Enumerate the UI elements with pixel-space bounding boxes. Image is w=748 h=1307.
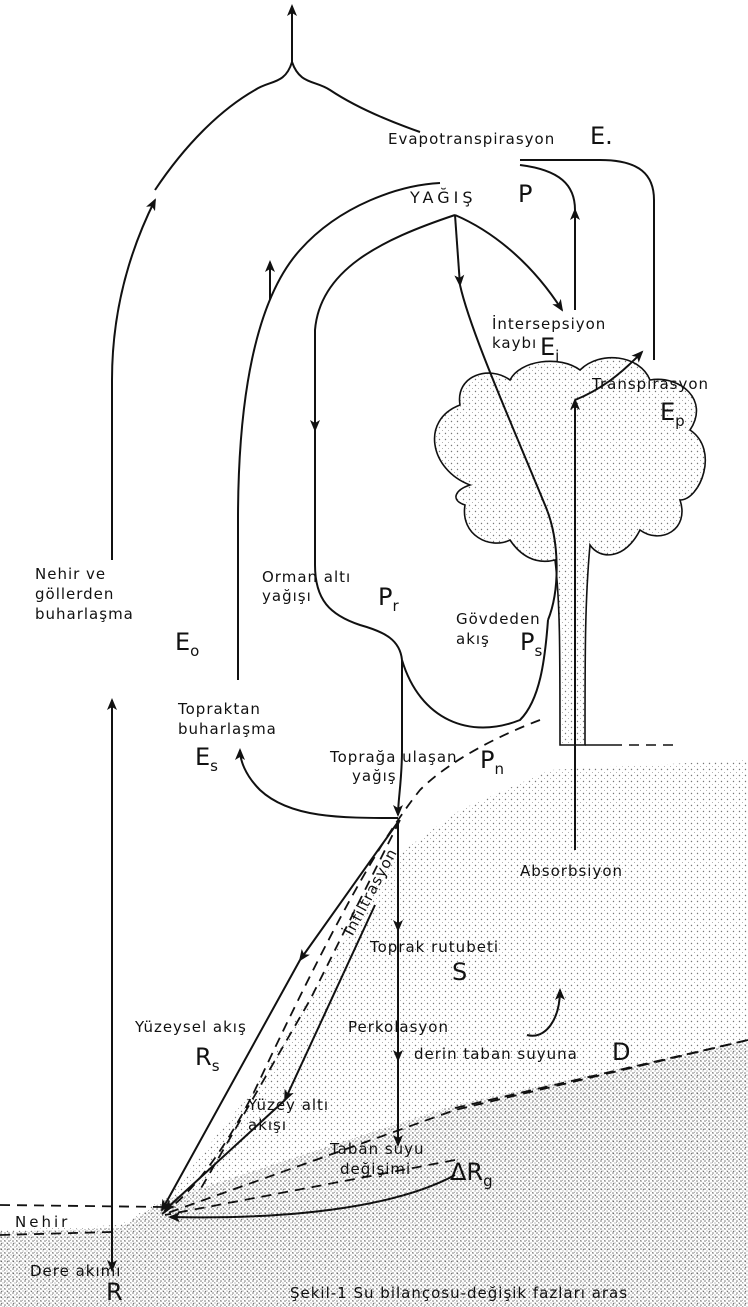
figure-caption: Şekil-1 Su bilançosu-değişik fazları ara… bbox=[290, 1284, 628, 1302]
label-river-evap-3: buharlaşma bbox=[35, 605, 134, 623]
label-groundwater-2: değişimi bbox=[340, 1160, 411, 1178]
label-interception-loss: kaybı bbox=[492, 334, 537, 352]
label-throughfall-1: Orman altı bbox=[262, 568, 351, 586]
label-river: Nehir bbox=[15, 1213, 70, 1231]
label-absorption: Absorbsiyon bbox=[520, 862, 623, 880]
symbol-Eo: Eo bbox=[175, 630, 199, 659]
label-river-evap-2: göllerden bbox=[35, 585, 114, 603]
label-soil-moisture: Toprak rutubeti bbox=[370, 938, 499, 956]
evap-merge-left bbox=[155, 62, 292, 190]
precip-to-left bbox=[315, 215, 455, 430]
label-percolation: Perkolasyon bbox=[348, 1018, 449, 1036]
symbol-Ps: Ps bbox=[520, 630, 542, 659]
evap-merge-right bbox=[292, 62, 420, 132]
symbol-Es: Es bbox=[195, 745, 218, 774]
river-evap-line bbox=[112, 200, 155, 560]
label-subsurface-2: akışı bbox=[248, 1116, 287, 1134]
label-interception: İntersepsiyon bbox=[492, 315, 606, 333]
soil-evap-big-arrow bbox=[238, 183, 440, 680]
symbol-S: S bbox=[452, 960, 467, 984]
label-evapotranspiration: Evapotranspirasyon bbox=[388, 130, 555, 148]
symbol-P: P bbox=[518, 182, 532, 206]
label-soil-evap-2: buharlaşma bbox=[178, 720, 277, 738]
label-groundwater-1: Taban suyu bbox=[330, 1140, 425, 1158]
symbol-D: D bbox=[612, 1040, 630, 1064]
precip-to-trunk bbox=[455, 215, 460, 285]
river-surface-dashed bbox=[0, 1205, 165, 1207]
label-throughfall-2: yağışı bbox=[262, 587, 312, 605]
symbol-R: R bbox=[106, 1280, 123, 1304]
label-soil-evap-1: Topraktan bbox=[178, 700, 261, 718]
symbol-Ep: Ep bbox=[660, 400, 685, 429]
label-net-rain-2: yağış bbox=[352, 767, 397, 785]
label-precipitation: YAĞIŞ bbox=[410, 188, 476, 207]
label-net-rain-1: Toprağa ulaşan bbox=[330, 748, 458, 766]
label-surface-runoff: Yüzeysel akış bbox=[135, 1018, 247, 1036]
label-stemflow-2: akış bbox=[456, 630, 490, 648]
symbol-Pr: Pr bbox=[378, 585, 399, 614]
symbol-Rs: Rs bbox=[195, 1045, 220, 1074]
label-subsurface-1: Yüzey altı bbox=[248, 1096, 329, 1114]
label-deep-groundwater: derin taban suyuna bbox=[414, 1045, 578, 1063]
symbol-E: E. bbox=[590, 124, 613, 148]
symbol-dRg: ΔRg bbox=[450, 1160, 493, 1189]
symbol-Ei: Ei bbox=[540, 335, 559, 364]
precip-to-interception bbox=[455, 215, 562, 310]
net-rain-line bbox=[398, 660, 402, 815]
label-river-evap-1: Nehir ve bbox=[35, 565, 106, 583]
label-transpiration: Transpirasyon bbox=[592, 375, 709, 393]
throughfall-line bbox=[315, 430, 402, 660]
label-stemflow-1: Gövdeden bbox=[456, 610, 541, 628]
symbol-Pn: Pn bbox=[480, 748, 504, 777]
